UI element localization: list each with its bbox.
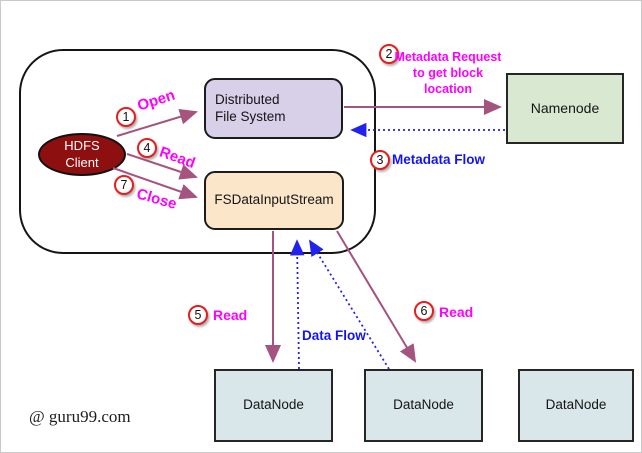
- datanode-2-label: DataNode: [393, 397, 454, 413]
- step-badge-7: 7: [114, 175, 134, 195]
- step-number-4: 4: [143, 141, 151, 155]
- watermark: @ guru99.com: [29, 407, 131, 426]
- step-number-7: 7: [120, 178, 128, 192]
- step-badge-5: 5: [188, 305, 208, 325]
- label-data-flow: Data Flow: [302, 328, 366, 343]
- node-datanode-2: DataNode: [364, 369, 483, 442]
- fs-data-input-stream-label: FSDataInputStream: [214, 192, 334, 208]
- step-badge-3: 3: [370, 150, 390, 170]
- step-number-5: 5: [194, 308, 202, 322]
- node-namenode: Namenode: [506, 73, 624, 144]
- namenode-label: Namenode: [530, 99, 600, 116]
- arrow-data-flow-datanode2: [309, 239, 390, 370]
- step-number-6: 6: [420, 304, 428, 318]
- datanode-3-label: DataNode: [545, 397, 607, 413]
- label-read-datanode2: Read: [439, 304, 474, 320]
- node-datanode-1: DataNode: [214, 369, 333, 442]
- step-badge-1: 1: [116, 107, 136, 127]
- step-number-2: 2: [385, 47, 393, 61]
- label-metadata-flow: Metadata Flow: [392, 152, 486, 167]
- step-badge-4: 4: [137, 138, 157, 158]
- node-datanode-3: DataNode: [518, 369, 634, 442]
- datanode-1-label: DataNode: [243, 397, 304, 413]
- arrow-data-flow-datanode1: [290, 239, 305, 370]
- node-fs-data-input-stream: FSDataInputStream: [204, 171, 344, 230]
- step-number-1: 1: [122, 110, 130, 124]
- step-number-3: 3: [376, 153, 384, 167]
- label-read-datanode1: Read: [213, 307, 248, 323]
- step-badge-6: 6: [414, 301, 434, 321]
- step-badge-2: 2: [379, 44, 399, 64]
